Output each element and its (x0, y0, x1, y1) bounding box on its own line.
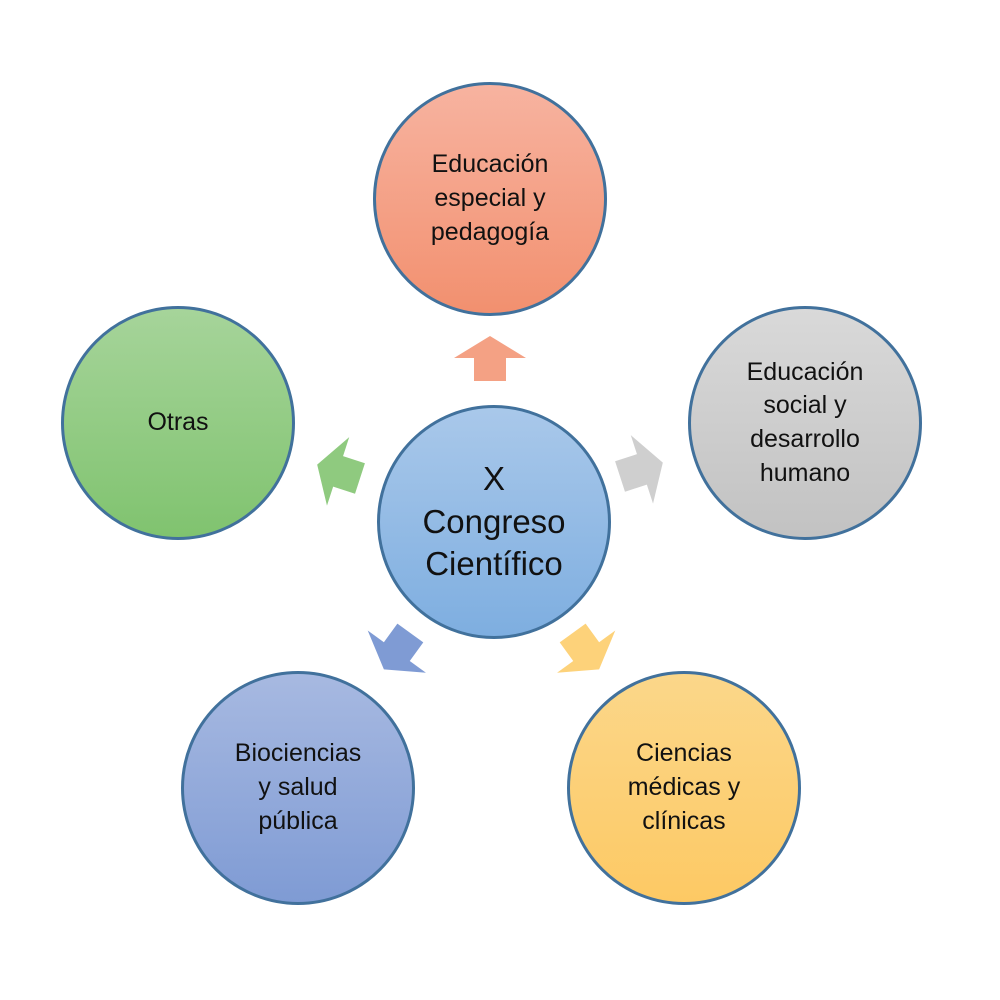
arrow-left-shape (317, 437, 365, 506)
arrow-to-bottom-left (367, 623, 426, 673)
arrow-right-shape (615, 435, 663, 504)
node-biociencias: Biociencias y salud pública (181, 671, 415, 905)
node-ciencias-medicas-label: Ciencias médicas y clínicas (627, 739, 741, 835)
node-otras: Otras (61, 306, 295, 540)
node-biociencias-label: Biociencias y salud pública (234, 739, 362, 835)
node-educacion-social: Educación social y desarrollo humano (688, 306, 922, 540)
arrow-bottom-right-shape (557, 623, 616, 673)
arrow-to-left (317, 437, 365, 506)
node-educacion-especial: Educación especial y pedagogía (373, 82, 607, 316)
arrow-to-top (454, 336, 526, 381)
arrow-bottom-left-shape (367, 623, 426, 673)
arrow-to-right (615, 435, 663, 504)
arrow-to-bottom-right (557, 623, 616, 673)
node-educacion-especial-label: Educación especial y pedagogía (430, 150, 550, 246)
node-ciencias-medicas: Ciencias médicas y clínicas (567, 671, 801, 905)
node-otras-label: Otras (147, 408, 209, 437)
node-educacion-social-label: Educación social y desarrollo humano (746, 357, 864, 487)
center-node: X Congreso Científico (377, 405, 611, 639)
center-node-label: X Congreso Científico (422, 459, 566, 583)
arrow-top-shape (454, 336, 526, 381)
